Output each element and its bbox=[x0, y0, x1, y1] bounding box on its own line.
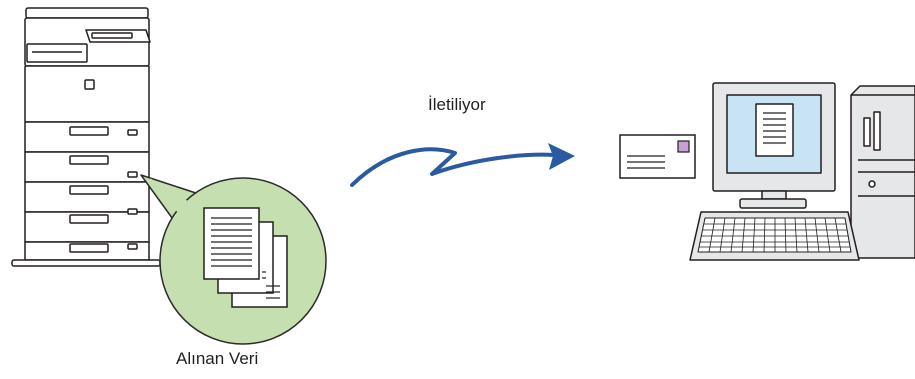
received-data-label: Alınan Veri bbox=[176, 349, 259, 368]
mfp-printer-icon bbox=[11, 7, 161, 267]
transfer-arrow-icon bbox=[350, 143, 575, 187]
desktop-computer-icon bbox=[689, 82, 915, 261]
document-stack-icon bbox=[203, 207, 288, 308]
forwarding-label: İletiliyor bbox=[428, 95, 486, 114]
envelope-icon bbox=[619, 134, 696, 179]
